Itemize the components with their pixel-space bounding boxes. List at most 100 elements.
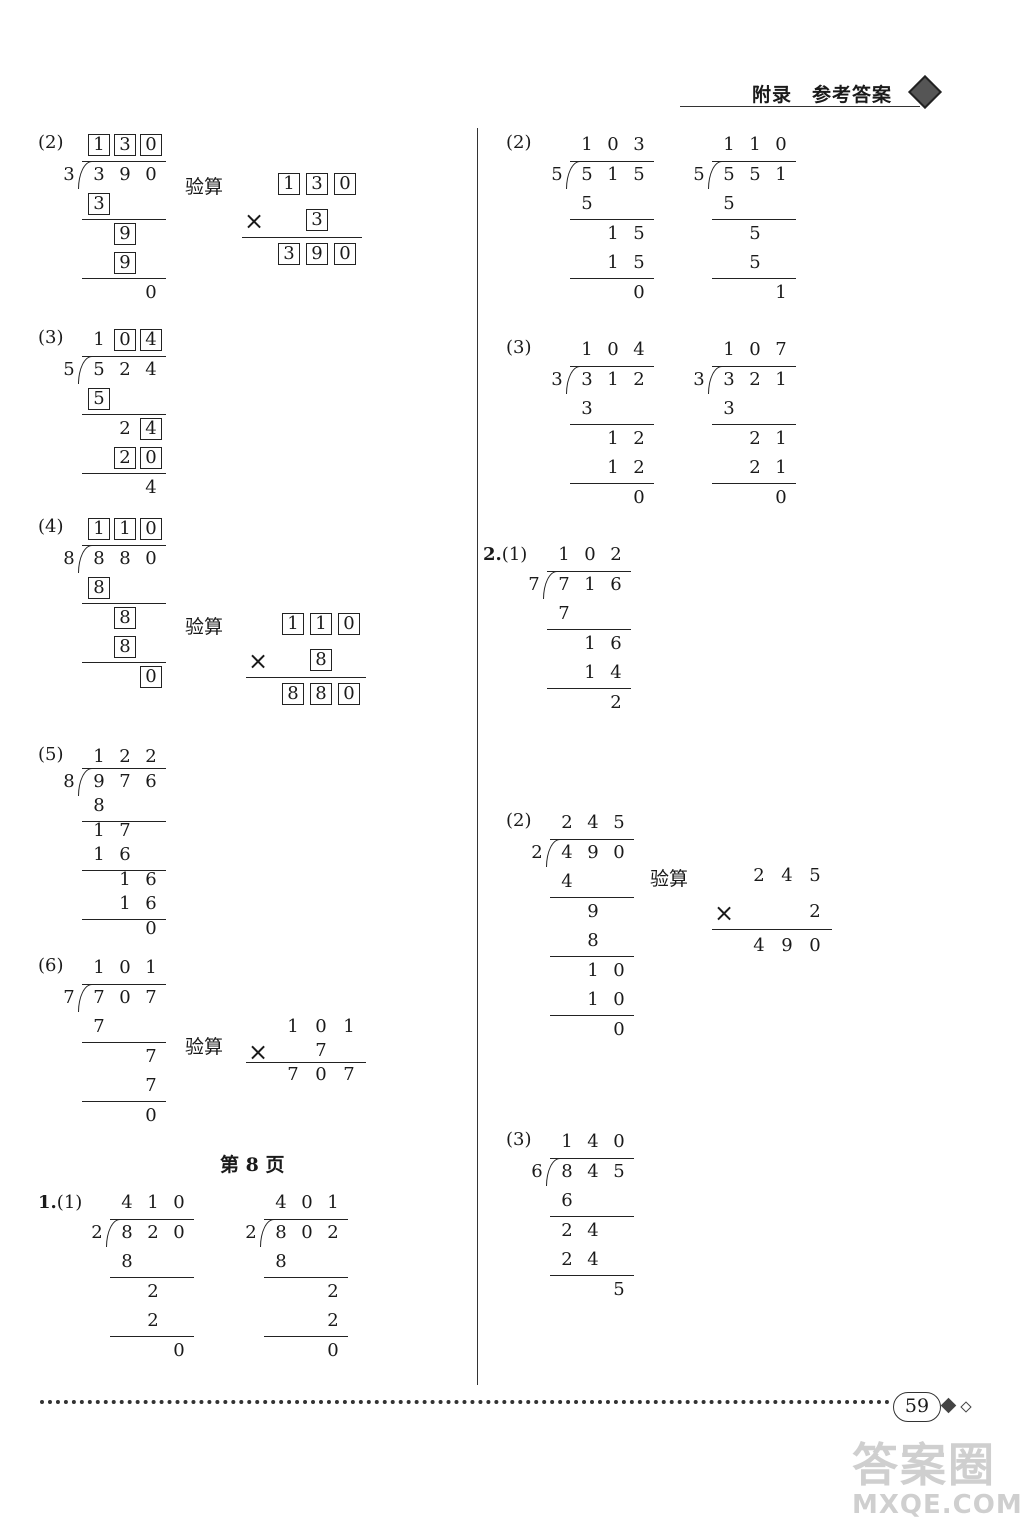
quotient-digit: 0 xyxy=(114,329,136,351)
quotient-digit: 1 xyxy=(327,1192,339,1213)
subtraction-rule xyxy=(264,1336,348,1337)
step-digit: 8 xyxy=(88,577,110,599)
subtraction-rule xyxy=(570,278,654,279)
check-factor-digit: 1 xyxy=(282,613,304,635)
check-factor-digit: 0 xyxy=(338,613,360,635)
diamond-icon xyxy=(940,1397,957,1414)
quotient-rule xyxy=(570,365,654,367)
quotient-rule xyxy=(547,570,631,572)
watermark-logo: 答案圈 MXQE.COM xyxy=(852,1440,1023,1520)
step-digit: 1 xyxy=(587,989,599,1010)
step-digit: 2 xyxy=(561,1249,573,1270)
step-digit: 1 xyxy=(607,427,619,449)
check-product-rule xyxy=(712,929,832,930)
step-digit: 0 xyxy=(613,959,625,981)
problem-label: (3) xyxy=(506,1129,532,1150)
step-digit: 2 xyxy=(119,417,131,439)
quotient-digit: 0 xyxy=(607,134,619,155)
quotient-digit: 1 xyxy=(145,957,157,978)
quotient-rule xyxy=(82,355,166,357)
step-digit: 1 xyxy=(584,662,596,683)
step-digit: 2 xyxy=(610,691,622,713)
times-symbol: × xyxy=(248,647,269,675)
step-digit: 1 xyxy=(119,868,131,890)
problem-label: (2) xyxy=(506,810,532,831)
step-digit: 0 xyxy=(327,1339,339,1361)
check-factor-digit: 0 xyxy=(334,173,356,195)
divisor: 5 xyxy=(551,163,563,185)
step-digit: 4 xyxy=(145,476,157,498)
step-digit: 0 xyxy=(140,665,162,688)
subtraction-rule xyxy=(712,424,796,425)
check-product-rule xyxy=(246,677,366,678)
quotient-digit: 0 xyxy=(749,339,761,360)
dividend-digit: 9 xyxy=(93,770,105,792)
quotient-digit: 1 xyxy=(558,544,570,565)
step-digit: 1 xyxy=(775,457,787,478)
watermark-text: 答案圈 xyxy=(852,1438,996,1492)
dividend-digit: 4 xyxy=(145,358,157,380)
subtraction-rule xyxy=(82,414,166,415)
subtraction-rule xyxy=(82,473,166,474)
step-digit: 1 xyxy=(607,222,619,244)
dividend-digit: 5 xyxy=(93,358,105,380)
step-digit: 1 xyxy=(607,457,619,478)
dividend-digit: 1 xyxy=(775,163,787,185)
divisor: 2 xyxy=(245,1221,257,1243)
dividend-digit: 4 xyxy=(561,841,573,863)
quotient-digit: 2 xyxy=(610,544,622,565)
quotient-digit: 2 xyxy=(119,746,131,767)
step-digit: 5 xyxy=(749,222,761,244)
step-digit: 7 xyxy=(119,819,131,841)
step-digit: 4 xyxy=(587,1219,599,1241)
dividend-digit: 7 xyxy=(558,573,570,595)
step-digit: 2 xyxy=(327,1280,339,1302)
step-digit: 0 xyxy=(633,281,645,303)
step-digit: 5 xyxy=(749,252,761,273)
quotient-rule xyxy=(264,1218,348,1220)
dividend-digit: 5 xyxy=(581,163,593,185)
divisor: 5 xyxy=(693,163,705,185)
dividend-digit: 5 xyxy=(613,1160,625,1182)
step-digit: 4 xyxy=(140,417,162,440)
quotient-digit: 0 xyxy=(301,1192,313,1213)
dividend-digit: 0 xyxy=(119,986,131,1008)
diamond-icon xyxy=(908,75,942,109)
step-digit: 0 xyxy=(145,1104,157,1126)
subtraction-rule xyxy=(712,278,796,279)
check-product-digit: 9 xyxy=(781,935,793,956)
subtraction-rule xyxy=(82,919,166,920)
quotient-rule xyxy=(82,160,166,162)
quotient-digit: 7 xyxy=(775,339,787,360)
divisor: 5 xyxy=(63,358,75,380)
problem-number: 1.(1) xyxy=(38,1192,82,1213)
dividend-digit: 1 xyxy=(775,368,787,390)
step-digit: 9 xyxy=(114,252,136,274)
problem-label: (3) xyxy=(38,327,64,348)
subtraction-rule xyxy=(264,1277,348,1278)
check-product-digit: 4 xyxy=(753,935,765,956)
dividend-digit: 2 xyxy=(633,368,645,390)
problem-label: (5) xyxy=(38,744,64,765)
check-factor-digit: 1 xyxy=(310,613,332,635)
step-digit: 1 xyxy=(775,281,787,303)
step-digit: 8 xyxy=(114,606,136,629)
quotient-digit: 4 xyxy=(633,339,645,360)
quotient-digit: 1 xyxy=(581,134,593,155)
divisor: 8 xyxy=(63,770,75,792)
quotient-digit: 1 xyxy=(749,134,761,155)
quotient-digit: 0 xyxy=(119,957,131,978)
dividend-digit: 3 xyxy=(93,163,105,185)
step-digit: 0 xyxy=(140,447,162,469)
step-digit: 1 xyxy=(119,893,131,914)
quotient-rule xyxy=(82,983,166,985)
subtraction-rule xyxy=(110,1277,194,1278)
dividend-digit: 3 xyxy=(723,368,735,390)
step-digit: 4 xyxy=(561,871,573,892)
step-digit: 2 xyxy=(147,1280,159,1302)
watermark-url: MXQE.COM xyxy=(852,1490,1023,1520)
step-digit: 7 xyxy=(558,603,570,624)
quotient-digit: 1 xyxy=(88,518,110,540)
dividend-digit: 2 xyxy=(749,368,761,390)
step-digit: 8 xyxy=(114,636,136,658)
